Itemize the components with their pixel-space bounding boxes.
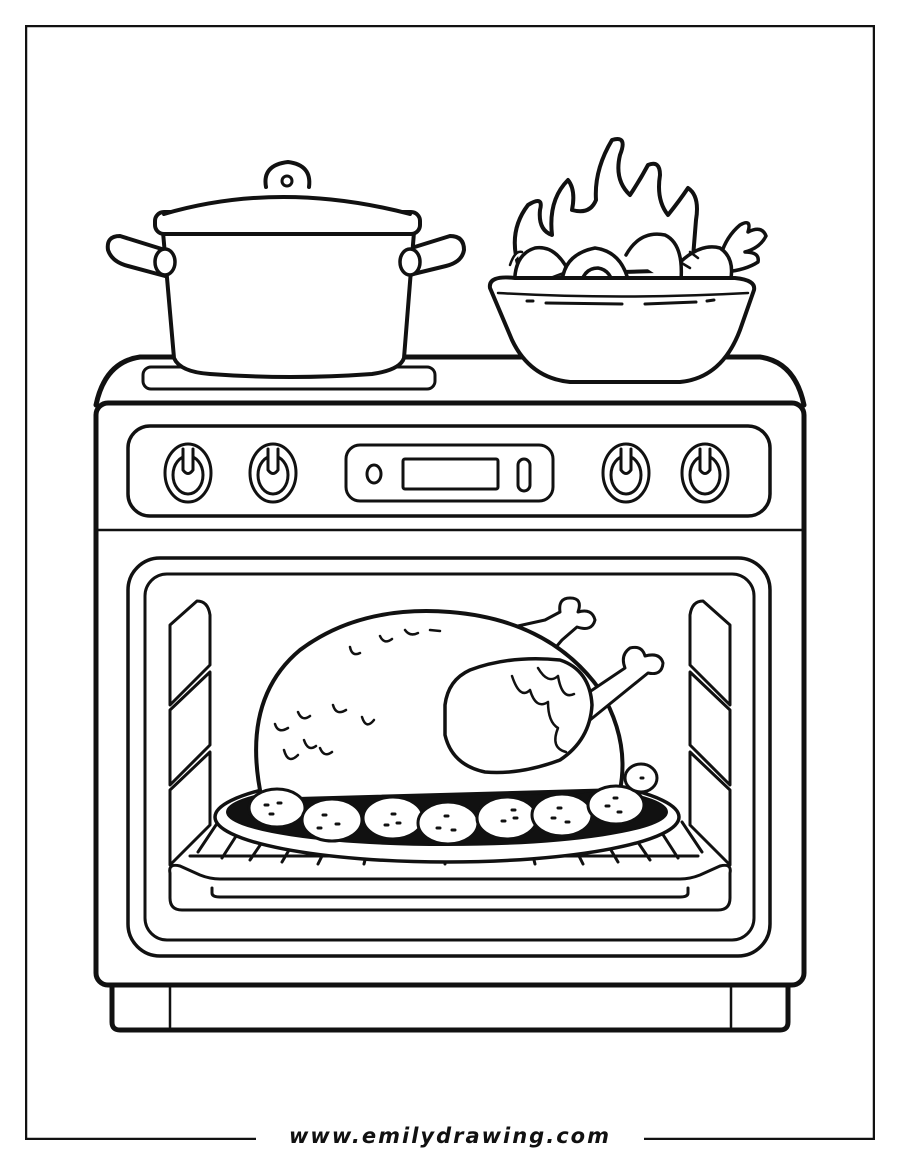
roast-turkey (254, 596, 665, 802)
potatoes (247, 762, 659, 846)
stove-body (93, 354, 807, 1033)
control-panel (126, 424, 772, 518)
stock-pot (105, 160, 466, 379)
knob-4 (680, 442, 730, 504)
footer: www.emilydrawing.com (0, 1124, 900, 1148)
vegetable-bowl (487, 275, 757, 384)
knob-1 (163, 442, 213, 504)
page-border (25, 25, 875, 1140)
potato-spots (263, 776, 645, 832)
knob-3 (601, 442, 651, 504)
oven-window (126, 556, 772, 958)
border-lines (25, 25, 875, 1140)
knob-2 (248, 442, 298, 504)
display-panel (344, 443, 555, 503)
website-url: www.emilydrawing.com (273, 1124, 627, 1148)
